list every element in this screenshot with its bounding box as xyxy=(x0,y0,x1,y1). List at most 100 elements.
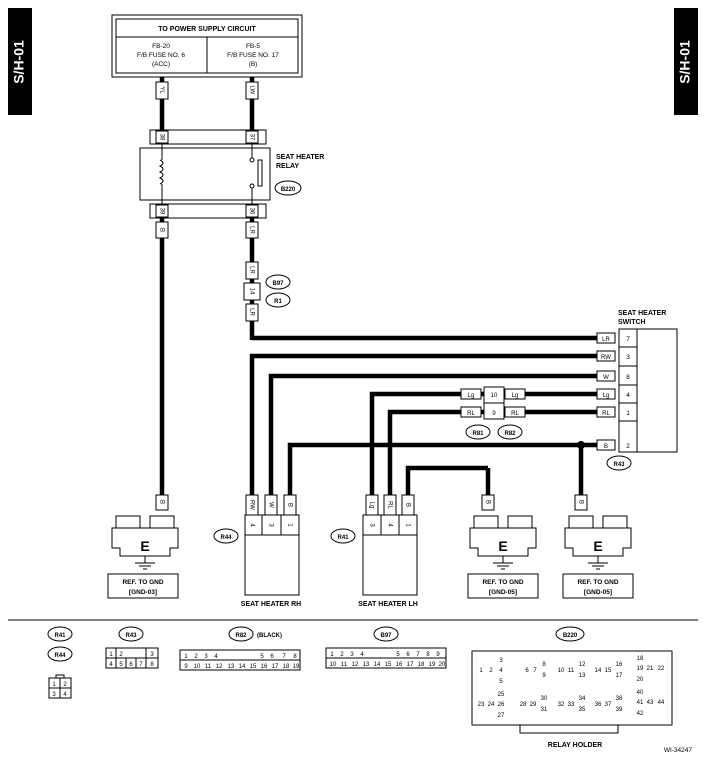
fuse-right-note: (B) xyxy=(249,61,258,68)
connector-view-r43: R43 1 2 3 4 5 6 7 8 xyxy=(105,626,159,669)
svg-text:RL: RL xyxy=(602,411,610,417)
tag-rl-r81-l: RL xyxy=(460,406,482,418)
ground-2: E REF. TO GND [GND-05] xyxy=(467,515,539,599)
svg-text:3: 3 xyxy=(204,654,208,660)
relay-label-1: SEAT HEATER xyxy=(276,154,324,161)
switch-connector: R43 xyxy=(613,462,625,468)
tag-lr-sw: LR xyxy=(596,332,616,344)
right-side-tab: S/H-01 xyxy=(674,8,698,115)
svg-text:B: B xyxy=(604,444,608,450)
rh-pin-4: 4 xyxy=(248,523,254,527)
svg-text:33: 33 xyxy=(568,702,575,708)
svg-text:1: 1 xyxy=(184,654,188,660)
svg-text:18: 18 xyxy=(283,664,290,670)
right-tab-label: S/H-01 xyxy=(677,40,693,84)
svg-text:7: 7 xyxy=(139,662,143,668)
svg-text:8: 8 xyxy=(150,662,154,668)
svg-text:11: 11 xyxy=(205,664,212,670)
left-tab-label: S/H-01 xyxy=(11,40,27,84)
svg-text:10: 10 xyxy=(194,664,201,670)
seat-heater-rh: 4 3 1 R44 SEAT HEATER RH xyxy=(213,514,301,608)
relay-connector: B220 xyxy=(281,187,296,193)
svg-text:LW: LW xyxy=(248,86,254,95)
svg-text:R82: R82 xyxy=(235,633,247,639)
fuse-right-id: FB-5 xyxy=(246,43,260,50)
svg-text:RL: RL xyxy=(386,501,392,509)
svg-text:20: 20 xyxy=(637,677,644,683)
svg-text:17: 17 xyxy=(272,664,279,670)
switch-pin-4: 4 xyxy=(626,392,630,399)
svg-text:36: 36 xyxy=(595,702,602,708)
svg-text:39: 39 xyxy=(616,707,623,713)
svg-text:13: 13 xyxy=(579,673,586,679)
svg-text:14: 14 xyxy=(239,664,246,670)
svg-text:25: 25 xyxy=(498,692,505,698)
svg-text:B220: B220 xyxy=(563,633,578,639)
ground-1-symbol: E xyxy=(140,538,149,554)
svg-text:Lg: Lg xyxy=(368,502,374,509)
fuse-left-note: (ACC) xyxy=(152,61,170,68)
lh-connector: R41 xyxy=(337,535,349,541)
svg-text:15: 15 xyxy=(605,668,612,674)
svg-text:35: 35 xyxy=(579,707,586,713)
lh-label: SEAT HEATER LH xyxy=(358,601,418,608)
tag-b-lh: B xyxy=(401,494,415,516)
svg-text:2: 2 xyxy=(194,654,198,660)
ground-2-id: [GND-05] xyxy=(489,589,517,596)
svg-text:RL: RL xyxy=(511,411,519,417)
lh-pin-4: 4 xyxy=(386,523,392,527)
power-title: TO POWER SUPPLY CIRCUIT xyxy=(158,26,256,33)
svg-text:1: 1 xyxy=(479,668,483,674)
svg-text:9: 9 xyxy=(436,652,440,658)
svg-text:11: 11 xyxy=(568,668,575,674)
svg-text:19: 19 xyxy=(429,662,436,668)
svg-text:B: B xyxy=(484,500,490,504)
svg-text:15: 15 xyxy=(385,662,392,668)
svg-text:RW: RW xyxy=(601,355,611,361)
tag-b-gnd2: B xyxy=(481,494,495,511)
seat-heater-switch: SEAT HEATER SWITCH 7 3 8 4 1 2 R43 xyxy=(606,310,678,471)
svg-text:7: 7 xyxy=(416,652,420,658)
svg-text:18: 18 xyxy=(418,662,425,668)
svg-text:B: B xyxy=(158,500,164,504)
r82-label: R82 xyxy=(504,431,516,437)
svg-text:R41: R41 xyxy=(54,633,66,639)
svg-text:38: 38 xyxy=(616,696,623,702)
tag-rw-rh: RW xyxy=(245,494,259,516)
figure-id: WI-34247 xyxy=(664,747,693,754)
ground-3: E REF. TO GND [GND-05] xyxy=(562,515,634,599)
r1-label: R1 xyxy=(274,299,282,305)
svg-text:14: 14 xyxy=(595,668,602,674)
tag-lg-sw: Lg xyxy=(596,388,616,400)
svg-text:42: 42 xyxy=(637,711,644,717)
svg-text:11: 11 xyxy=(341,662,348,668)
svg-text:LR: LR xyxy=(248,266,254,274)
svg-text:6: 6 xyxy=(129,662,133,668)
svg-text:30: 30 xyxy=(541,696,548,702)
svg-text:8: 8 xyxy=(542,662,546,668)
tag-lg-lh: Lg xyxy=(365,494,379,516)
svg-text:4: 4 xyxy=(499,668,503,674)
svg-text:22: 22 xyxy=(658,666,665,672)
relay-pin-37: 37 xyxy=(248,134,254,141)
svg-text:19: 19 xyxy=(293,664,300,670)
tag-lg-r81-r: Lg xyxy=(504,388,526,400)
svg-text:7: 7 xyxy=(533,668,537,674)
tag-rw-sw: RW xyxy=(596,350,616,362)
ground-3-symbol: E xyxy=(593,538,602,554)
svg-text:16: 16 xyxy=(616,662,623,668)
svg-text:LR: LR xyxy=(248,226,254,234)
relay-pin-36: 36 xyxy=(248,208,254,215)
fuse-left-id: FB-20 xyxy=(152,43,170,50)
svg-text:20: 20 xyxy=(439,662,446,668)
rh-pin-3: 3 xyxy=(267,523,273,527)
switch-pin-2: 2 xyxy=(626,443,630,450)
svg-text:26: 26 xyxy=(498,702,505,708)
svg-text:4: 4 xyxy=(360,652,364,658)
tag-yl: YL xyxy=(155,81,169,100)
svg-text:17: 17 xyxy=(407,662,414,668)
switch-pin-3: 3 xyxy=(626,354,630,361)
svg-text:43: 43 xyxy=(647,700,654,706)
r81-r82-connector: 10 9 R81 R82 xyxy=(465,386,523,440)
